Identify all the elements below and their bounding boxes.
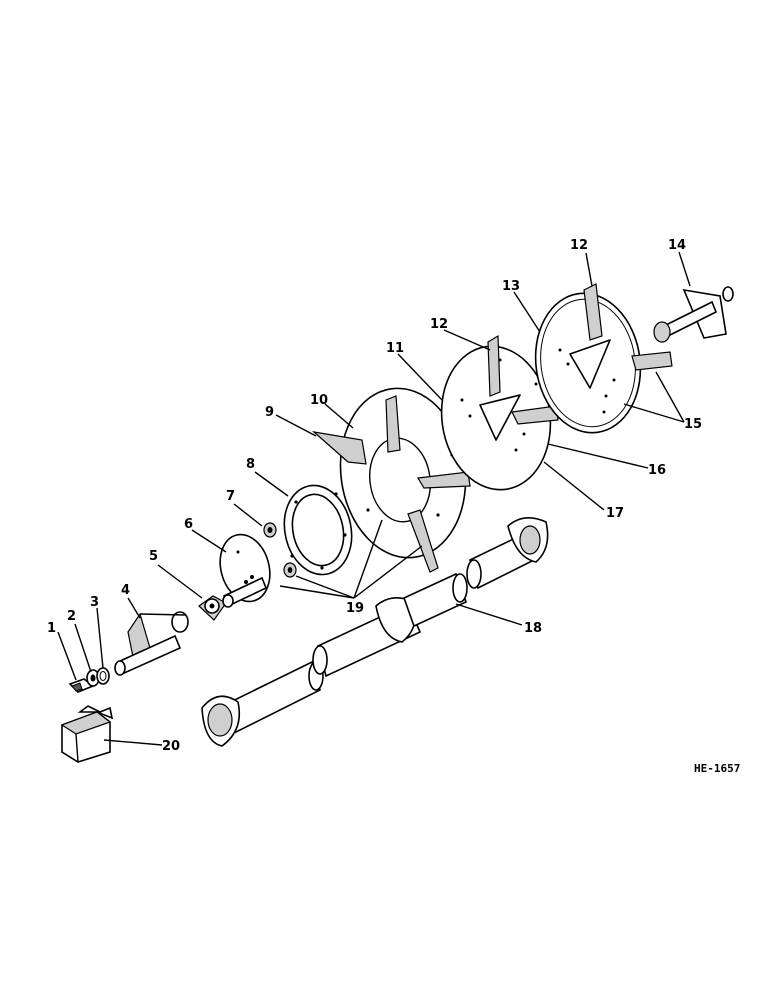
- part-13-disc: [534, 292, 642, 434]
- callout-3: 3: [90, 595, 99, 610]
- callout-13: 13: [502, 279, 520, 294]
- callout-19: 19: [346, 601, 364, 616]
- callout-8: 8: [246, 457, 255, 472]
- part-2-washer: [86, 669, 100, 687]
- callout-11: 11: [386, 341, 404, 356]
- part-19-nut: [283, 562, 297, 578]
- callout-4: 4: [121, 583, 130, 598]
- callout-16: 16: [648, 463, 666, 478]
- callout-5: 5: [149, 549, 158, 564]
- callout-12-middle: 12: [430, 317, 448, 332]
- part-5-bearing: [198, 595, 227, 621]
- callout-1: 1: [47, 621, 56, 636]
- callout-10: 10: [310, 393, 328, 408]
- part-14-end-bracket: [653, 286, 734, 343]
- callout-18: 18: [524, 621, 542, 636]
- part-6-disc: [219, 533, 271, 608]
- drawing-code: HE-1657: [694, 762, 740, 775]
- part-8-gasket-ring: [283, 484, 353, 576]
- part-4-shaft-flange: [114, 611, 189, 676]
- callout-15: 15: [684, 417, 702, 432]
- leader-lines: [57, 251, 691, 746]
- callout-20: 20: [162, 739, 180, 754]
- part-3-ring: [96, 667, 110, 685]
- part-11-disc: [440, 345, 552, 491]
- part-12-paddle-middle: [487, 334, 559, 425]
- part-7-nut: [263, 522, 277, 538]
- callout-7: 7: [226, 489, 235, 504]
- callout-9: 9: [265, 405, 274, 420]
- callout-6: 6: [184, 517, 193, 532]
- part-10-fan-disc: [339, 387, 467, 559]
- part-18-tube-assembly: [201, 517, 549, 747]
- part-20-bracket: [60, 705, 114, 763]
- callout-12-rear: 12: [570, 238, 588, 253]
- callout-17: 17: [606, 506, 624, 521]
- callout-labels: 1 2 3 4 5 6 7 8 9 10 11 12 12 13 14 15 1…: [47, 238, 702, 754]
- part-9-paddle: [312, 395, 471, 573]
- callout-2: 2: [67, 609, 76, 624]
- callout-14: 14: [668, 238, 686, 253]
